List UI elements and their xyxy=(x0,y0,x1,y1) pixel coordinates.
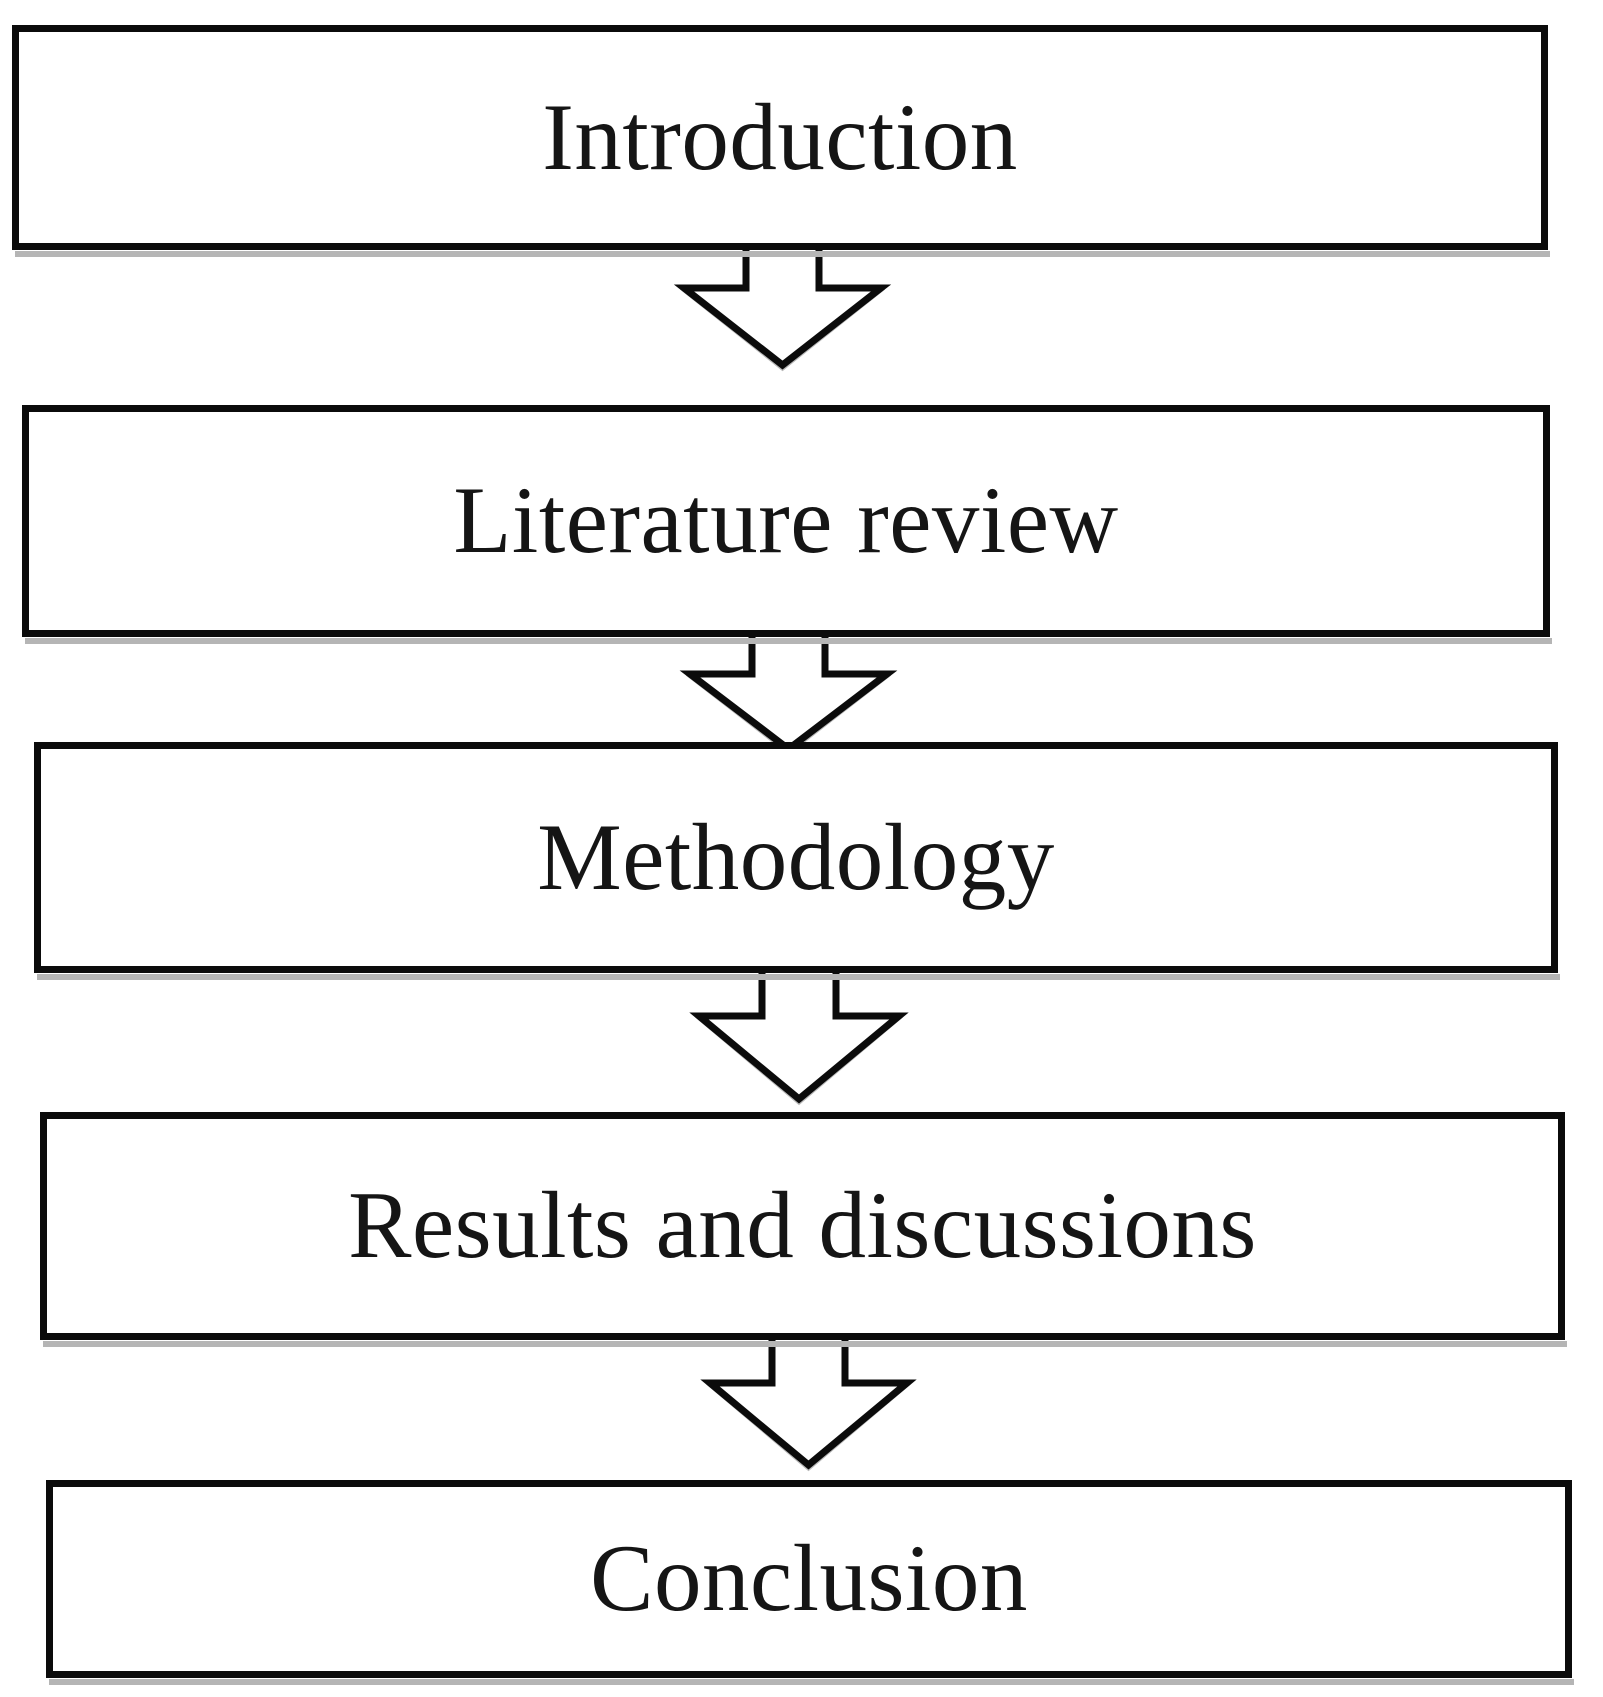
flow-node-results-and-discussions[interactable]: Results and discussions xyxy=(40,1112,1567,1347)
flow-node-label: Methodology xyxy=(537,803,1055,910)
flow-arrow-shape xyxy=(700,1322,917,1470)
flow-node-label: Introduction xyxy=(542,83,1018,190)
flow-arrow-literature-review-to-methodology xyxy=(679,618,898,756)
flow-arrow-shape xyxy=(689,954,909,1104)
flow-arrow-results-and-discussions-to-conclusion xyxy=(700,1322,917,1472)
flow-node-label: Literature review xyxy=(453,467,1119,574)
flow-node-label: Results and discussions xyxy=(348,1172,1257,1279)
flow-arrow-introduction-to-literature-review xyxy=(673,230,892,372)
flow-node-literature-review[interactable]: Literature review xyxy=(22,405,1552,644)
flow-node-label: Conclusion xyxy=(590,1525,1028,1632)
flow-arrow-methodology-to-results-and-discussions xyxy=(689,954,909,1106)
flow-node-introduction[interactable]: Introduction xyxy=(12,25,1550,257)
flow-arrow-shape xyxy=(673,230,892,370)
flow-node-conclusion[interactable]: Conclusion xyxy=(46,1480,1574,1685)
flow-node-methodology[interactable]: Methodology xyxy=(34,742,1560,980)
